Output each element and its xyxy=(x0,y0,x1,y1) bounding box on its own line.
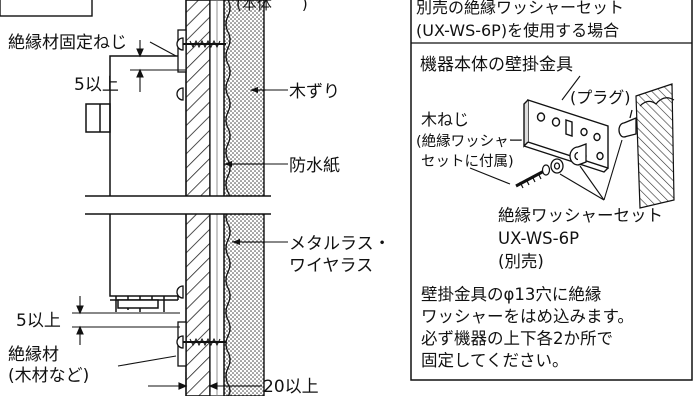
wall-section-diagram: (本体 ) xyxy=(0,0,391,396)
gap-top-label: 5以上 xyxy=(74,75,119,95)
depth-label: 20以上 xyxy=(263,377,319,396)
wood-strip-label: 木ずり xyxy=(289,82,340,102)
note-line-2: ワッシャーをはめ込みます。 xyxy=(421,307,634,326)
break-band xyxy=(85,195,271,215)
washer-leader-lines xyxy=(559,139,623,201)
panel-header-line-2: (UX-WS-6P)を使用する場合 xyxy=(416,21,619,40)
bracket-label: 機器本体の壁掛金具 xyxy=(420,55,573,75)
insulation-label-1: 絶縁材 xyxy=(8,345,59,365)
dimension-depth xyxy=(148,372,262,392)
washer-icon-2 xyxy=(550,158,564,174)
screw-label-2: (絶縁ワッシャー xyxy=(416,133,523,150)
plug-label: (プラグ) xyxy=(570,88,631,107)
screw-label-3: セットに付属) xyxy=(421,153,514,170)
leader-arrow-wood xyxy=(250,87,258,93)
wall-piece xyxy=(635,83,675,209)
leader-arrow-paper xyxy=(224,161,232,167)
leader-lines-left xyxy=(117,41,288,367)
wall-bracket xyxy=(523,99,609,173)
washer-label-3: (別売) xyxy=(498,252,544,271)
leader-arrow-lath xyxy=(232,239,240,245)
dimension-gap-bottom xyxy=(72,296,180,345)
waterproof-paper-label: 防水紙 xyxy=(289,156,340,176)
note-line-4: 固定してください。 xyxy=(421,351,569,370)
gap-bottom-label: 5以上 xyxy=(16,311,61,331)
fixing-screw-top xyxy=(176,37,226,51)
fixing-screw-bottom xyxy=(176,335,226,349)
washer-info-panel: 別売の絶縁ワッシャーセット (UX-WS-6P)を使用する場合 機器本体の壁掛金… xyxy=(410,0,693,381)
lath-label-1: メタルラス・ xyxy=(289,234,391,254)
panel-frame xyxy=(410,0,693,381)
insulation-label-2: (木材など) xyxy=(8,366,89,386)
wood-screw-icon xyxy=(515,164,551,189)
insulation-block-top xyxy=(177,29,187,73)
plug-icon xyxy=(618,109,637,138)
lath-label-2: ワイヤラス xyxy=(289,256,373,276)
dimension-gap-top xyxy=(110,40,186,92)
note-line-3: 必ず機器の上下各2か所で xyxy=(421,329,613,348)
fixing-screw-top-2 xyxy=(176,87,184,101)
washer-label-2: UX-WS-6P xyxy=(498,229,579,248)
screw-label: 絶縁材固定ねじ xyxy=(8,33,127,53)
screw-label-1: 木ねじ xyxy=(421,110,469,129)
title-box-fragment xyxy=(0,0,93,17)
note-line-1: 壁掛金具のφ13穴に絶縁 xyxy=(421,285,601,304)
washer-icon-1 xyxy=(569,143,587,166)
fixing-screw-bottom-2 xyxy=(176,285,184,299)
panel-header-line-1: 別売の絶縁ワッシャーセット xyxy=(416,0,624,17)
washer-label-1: 絶縁ワッシャーセット xyxy=(498,206,663,225)
